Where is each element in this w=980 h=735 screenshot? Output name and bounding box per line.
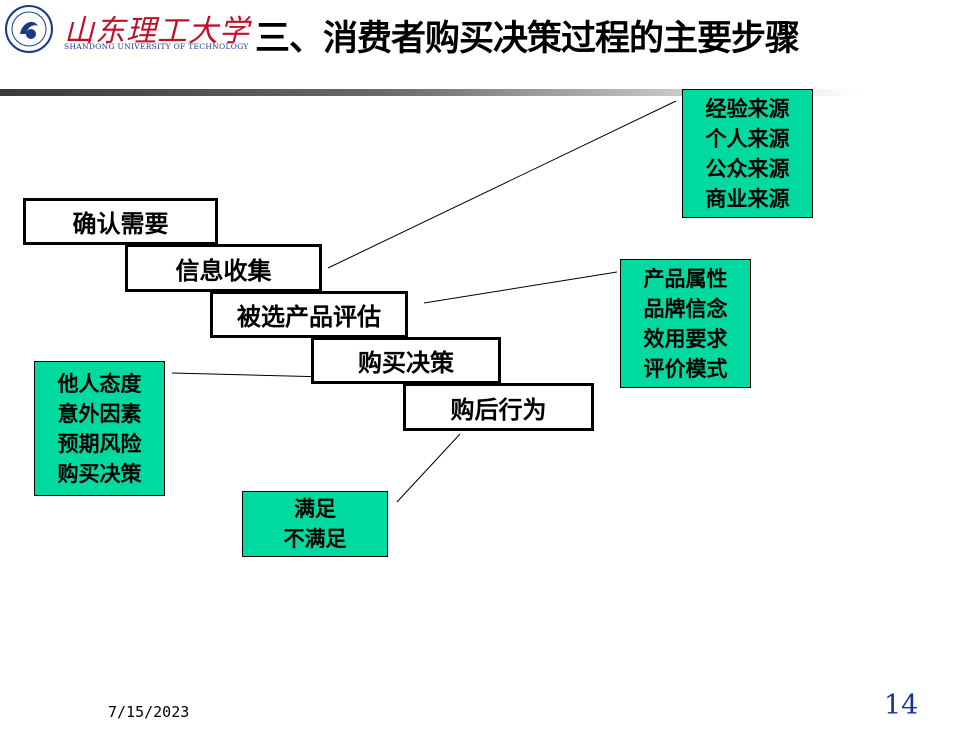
note-line: 商业来源 <box>705 186 790 211</box>
connector-evaluation <box>423 271 618 304</box>
note-line: 意外因素 <box>57 401 142 426</box>
university-logo: 山东理工大学 SHANDONG UNIVERSITY OF TECHNOLOGY <box>4 4 254 56</box>
note-evaluation-criteria: 产品属性 品牌信念 效用要求 评价模式 <box>620 259 751 388</box>
logo-chinese-text: 山东理工大学 <box>64 14 250 49</box>
step-purchase-decision: 购买决策 <box>311 337 501 384</box>
note-information-sources: 经验来源 个人来源 公众来源 商业来源 <box>682 89 813 218</box>
title-divider <box>0 89 860 96</box>
step-post-purchase: 购后行为 <box>403 383 594 431</box>
note-line: 效用要求 <box>643 326 728 351</box>
step-evaluate-alternatives: 被选产品评估 <box>210 291 408 338</box>
note-line: 经验来源 <box>705 96 790 121</box>
connector-info-sources <box>327 100 677 269</box>
slide-date: 7/15/2023 <box>108 703 190 721</box>
note-line: 不满足 <box>283 527 347 551</box>
note-line: 购买决策 <box>57 461 142 486</box>
logo-english-text: SHANDONG UNIVERSITY OF TECHNOLOGY <box>64 42 249 51</box>
connector-post-purchase <box>396 433 461 503</box>
slide-title: 三、消费者购买决策过程的主要步骤 <box>255 19 800 59</box>
note-line: 品牌信念 <box>643 296 728 321</box>
note-decision-factors: 他人态度 意外因素 预期风险 购买决策 <box>34 361 165 496</box>
note-line: 公众来源 <box>705 156 790 181</box>
note-line: 预期风险 <box>57 431 142 456</box>
note-line: 评价模式 <box>643 356 728 381</box>
page-number: 14 <box>884 690 919 721</box>
step-recognize-need: 确认需要 <box>23 198 218 245</box>
note-post-purchase-outcome: 满足 不满足 <box>242 491 388 557</box>
note-line: 满足 <box>294 497 336 521</box>
step-information-search: 信息收集 <box>125 244 322 292</box>
note-line: 他人态度 <box>57 371 142 396</box>
note-line: 产品属性 <box>643 266 728 291</box>
university-emblem-icon <box>5 5 53 53</box>
note-line: 个人来源 <box>705 126 790 151</box>
